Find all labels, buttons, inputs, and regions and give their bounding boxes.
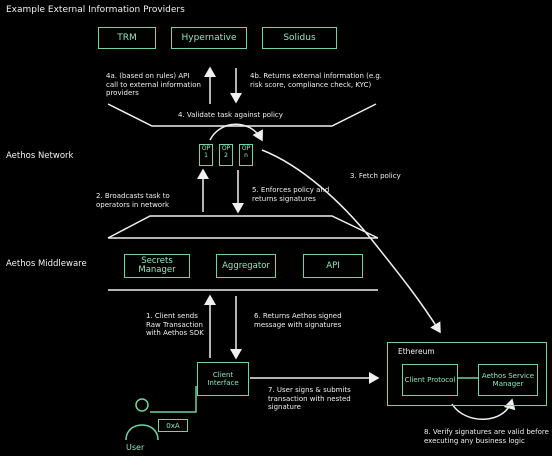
operator-n: OP n <box>239 144 253 166</box>
user-connector <box>150 386 197 413</box>
ethereum-title: Ethereum <box>398 347 435 356</box>
ethereum-container <box>387 342 547 406</box>
client-interface-box: Client Interface <box>197 362 249 396</box>
arrow-3 <box>261 149 441 334</box>
operator-1-line1: OP <box>201 145 211 152</box>
operator-2-line2: 2 <box>224 152 228 159</box>
operator-1-line2: 1 <box>204 152 208 159</box>
operator-2: OP 2 <box>219 144 233 166</box>
provider-solidus: Solidus <box>262 27 337 49</box>
api-box: API <box>303 254 363 278</box>
step-4-label: 4. Validate task against policy <box>178 111 283 119</box>
operator-1: OP 1 <box>199 144 213 166</box>
step-2-label: 2. Broadcasts task to operators in netwo… <box>96 192 170 209</box>
network-bottom-boundary <box>107 215 379 239</box>
user-figure <box>125 398 159 441</box>
arrow-8-loop <box>451 398 516 420</box>
provider-hypernative: Hypernative <box>171 27 247 49</box>
user-label: User <box>126 443 145 452</box>
section-aethos-middleware: Aethos Middleware <box>6 259 87 269</box>
step-7-label: 7. User signs & submits transaction with… <box>268 386 351 411</box>
operator-n-line1: OP <box>241 145 251 152</box>
arrow-4-loop <box>209 123 263 142</box>
network-top-boundary <box>107 103 377 127</box>
operator-2-line1: OP <box>221 145 231 152</box>
provider-trm: TRM <box>98 27 156 49</box>
aethos-service-manager-box: Aethos Service Manager <box>478 364 538 396</box>
diagram-title: Example External Information Providers <box>6 5 185 15</box>
user-address: 0xA <box>158 419 188 432</box>
section-aethos-network: Aethos Network <box>6 151 74 161</box>
step-5-label: 5. Enforces policy and returns signature… <box>252 186 330 203</box>
client-protocol-box: Client Protocol <box>402 364 458 396</box>
step-4b-label: 4b. Returns external information (e.g. r… <box>250 72 383 89</box>
aggregator-box: Aggregator <box>216 254 276 278</box>
operator-n-line2: n <box>244 152 248 159</box>
step-4a-label: 4a. (based on rules) API call to externa… <box>106 72 201 97</box>
step-3-label: 3. Fetch policy <box>350 172 401 180</box>
step-1-label: 1. Client sends Raw Transaction with Aet… <box>146 312 204 337</box>
step-8-label: 8. Verify signatures are valid before ex… <box>424 428 549 445</box>
secrets-manager-box: Secrets Manager <box>124 254 190 278</box>
step-6-label: 6. Returns Aethos signed message with si… <box>254 312 342 329</box>
